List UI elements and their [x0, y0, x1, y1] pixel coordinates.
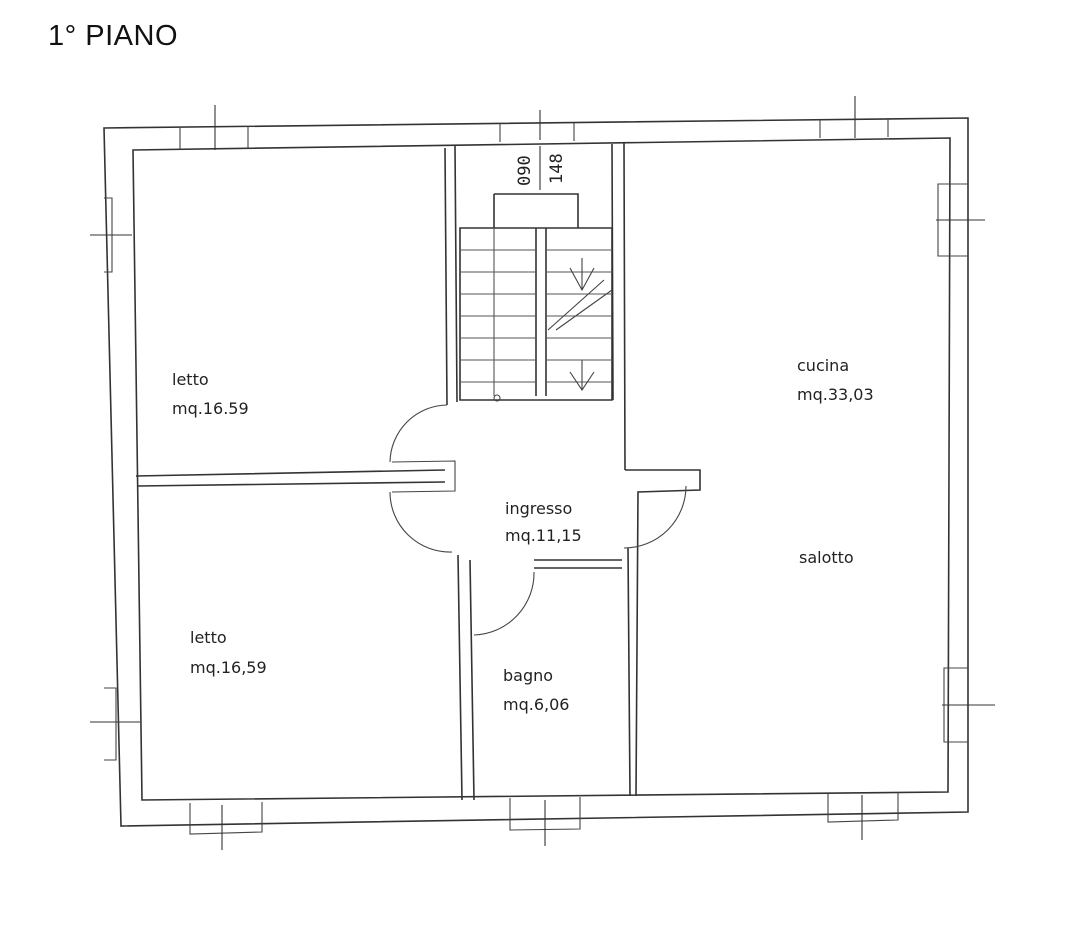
floor-title: 1° PIANO — [48, 20, 179, 52]
room-name-letto-1: letto — [172, 370, 209, 389]
outer-walls — [103, 117, 969, 835]
room-labels: letto mq.16.59 letto mq.16,59 ingresso m… — [172, 356, 874, 714]
stair-dim-top: 090 — [515, 155, 535, 186]
room-area-letto-1: mq.16.59 — [172, 399, 249, 418]
room-name-cucina: cucina — [797, 356, 849, 375]
door-swings — [389, 404, 687, 636]
room-name-ingresso: ingresso — [505, 499, 572, 518]
stair-dimension: 090 148 — [515, 146, 567, 190]
stair-dim-bottom: 148 — [547, 153, 567, 184]
interior-walls — [135, 142, 701, 801]
window-axis-ticks — [90, 96, 995, 850]
room-area-cucina: mq.33,03 — [797, 385, 874, 404]
room-name-letto-2: letto — [190, 628, 227, 647]
staircase — [459, 193, 613, 402]
room-area-bagno: mq.6,06 — [503, 695, 569, 714]
room-area-ingresso: mq.11,15 — [505, 526, 582, 545]
room-name-bagno: bagno — [503, 666, 553, 685]
room-area-letto-2: mq.16,59 — [190, 658, 267, 677]
room-name-salotto: salotto — [799, 548, 854, 567]
